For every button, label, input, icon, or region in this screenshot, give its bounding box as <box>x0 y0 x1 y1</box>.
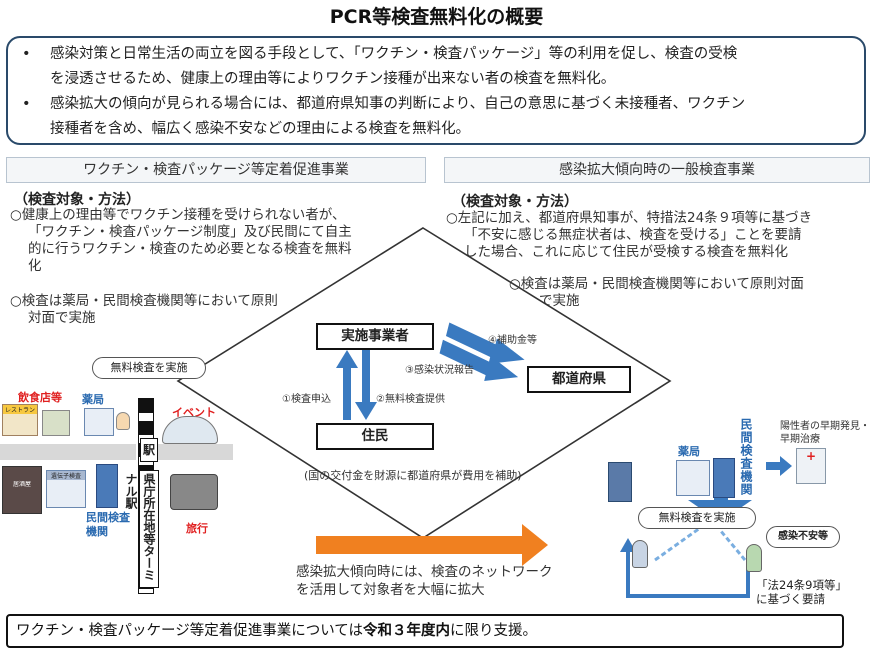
resident-figure-left <box>632 540 648 568</box>
summary-item-1: • 感染対策と日常生活の両立を図る手段として、「ワクチン・検査パッケージ」等の利… <box>22 42 854 67</box>
right-lab-label: 民間検査機関 <box>739 418 753 496</box>
hospital-arrow <box>766 456 792 476</box>
expansion-text: 感染拡大傾向時には、検査のネットワーク を活用して対象者を大幅に拡大 <box>296 564 553 598</box>
left-pharmacy-label: 薬局 <box>82 393 104 406</box>
restaurant-building: レストラン <box>2 404 38 436</box>
travel-label: 旅行 <box>186 522 208 535</box>
summary-item-2-cont: 接種者を含め、幅広く感染不安などの理由による検査を無料化。 <box>22 117 854 142</box>
right-free-test-bubble: 無料検査を実施 <box>638 507 756 529</box>
pharmacist-figure <box>116 412 130 430</box>
road-right <box>155 444 233 460</box>
terminal-sign: 県庁所在地等ターミナル駅 <box>124 470 159 588</box>
center-down-arrow <box>688 486 752 522</box>
summary-item-1-cont: を浸透させるため、健康上の理由等によりワクチン接種が出来ない者の検査を無料化。 <box>22 67 854 92</box>
subsidy-arrow <box>445 322 525 364</box>
road <box>0 444 136 460</box>
right-lab-building <box>713 458 735 498</box>
anxiety-bubble: 感染不安等 <box>766 526 840 548</box>
footer-note: ワクチン・検査パッケージ等定着促進事業については令和３年度内に限り支援。 <box>6 614 844 648</box>
left-target-text: ○健康上の理由等でワクチン接種を受けられない者が、 「ワクチン・検査パッケージ制… <box>10 207 352 274</box>
funding-note: (国の交付金を財源に都道府県が費用を補助) <box>304 469 522 482</box>
right-target-text: ○左記に加え、都道府県知事が、特措法24条９項等に基づき 「不安に感じる無症状者… <box>446 210 813 260</box>
expansion-arrow <box>316 524 548 566</box>
provide-arrow <box>355 350 377 420</box>
resident-figure-right <box>746 544 762 572</box>
report-label: ③感染状況報告 <box>405 365 474 376</box>
left-lab-label: 民間検査 機関 <box>86 511 130 538</box>
summary-text: 感染対策と日常生活の両立を図る手段として、「ワクチン・検査パッケージ」等の利用を… <box>50 46 738 62</box>
provide-label: ②無料検査提供 <box>376 394 445 405</box>
right-lab-building-small <box>608 462 632 502</box>
left-pharmacy-building <box>84 408 114 436</box>
izakaya-building: 居酒屋 <box>2 466 42 514</box>
right-subhead: （検査対象・方法） <box>452 194 578 210</box>
request-line <box>626 548 750 598</box>
apply-label: ①検査申込 <box>282 394 331 405</box>
summary-item-2: • 感染拡大の傾向が見られる場合には、都道府県知事の判断により、自己の意思に基づ… <box>22 92 854 117</box>
left-subhead: （検査対象・方法） <box>14 192 140 208</box>
subsidy-label: ④補助金等 <box>488 335 537 346</box>
shop-building <box>42 410 70 436</box>
summary-text: 接種者を含め、幅広く感染不安などの理由による検査を無料化。 <box>50 121 471 137</box>
bullet: • <box>22 96 31 112</box>
left-free-test-bubble: 無料検査を実施 <box>92 357 206 379</box>
report-arrow <box>439 339 519 382</box>
footer-prefix: ワクチン・検査パッケージ等定着促進事業については <box>16 623 363 639</box>
residents-box: 住民 <box>316 423 434 450</box>
station-sign: 駅 <box>140 438 158 462</box>
summary-text: 感染拡大の傾向が見られる場合には、都道府県知事の判断により、自己の意思に基づく未… <box>50 96 746 112</box>
page-title: PCR等検査無料化の概要 <box>329 6 544 28</box>
dotted-arrow-left <box>654 526 701 562</box>
lab-building <box>96 464 118 508</box>
footer-suffix: に限り支援。 <box>449 623 537 639</box>
restaurant-label: 飲食店等 <box>18 391 62 404</box>
left-method-text: ○検査は薬局・民間検査機関等において原則 対面で実施 <box>10 293 278 326</box>
prefecture-box: 都道府県 <box>527 366 631 393</box>
bus-icon <box>170 474 218 510</box>
right-pharmacy-label: 薬局 <box>678 445 700 458</box>
bullet: • <box>22 46 31 62</box>
hospital-building: + <box>796 448 826 484</box>
operator-box: 実施事業者 <box>316 323 434 350</box>
right-pharmacy-building <box>676 460 710 496</box>
right-section-header: 感染拡大傾向時の一般検査事業 <box>444 157 870 183</box>
genetic-test-shop: 遺伝子検査 <box>46 470 86 508</box>
apply-arrow <box>336 350 358 420</box>
event-label: イベント <box>172 406 216 419</box>
summary-text: を浸透させるため、健康上の理由等によりワクチン接種が出来ない者の検査を無料化。 <box>50 71 616 87</box>
left-section-header: ワクチン・検査パッケージ等定着促進事業 <box>6 157 426 183</box>
right-method-text: ○検査は薬局・民間検査機関等において原則対面 で実施 <box>509 276 804 309</box>
summary-box: • 感染対策と日常生活の両立を図る手段として、「ワクチン・検査パッケージ」等の利… <box>6 36 866 145</box>
footer-emphasis: 令和３年度内 <box>362 623 450 639</box>
dotted-arrow-right <box>718 529 747 561</box>
request-label: 「法24条9項等」 に基づく要請 <box>756 578 847 606</box>
early-detection-text: 陽性者の早期発見・早期治療 <box>780 421 870 445</box>
